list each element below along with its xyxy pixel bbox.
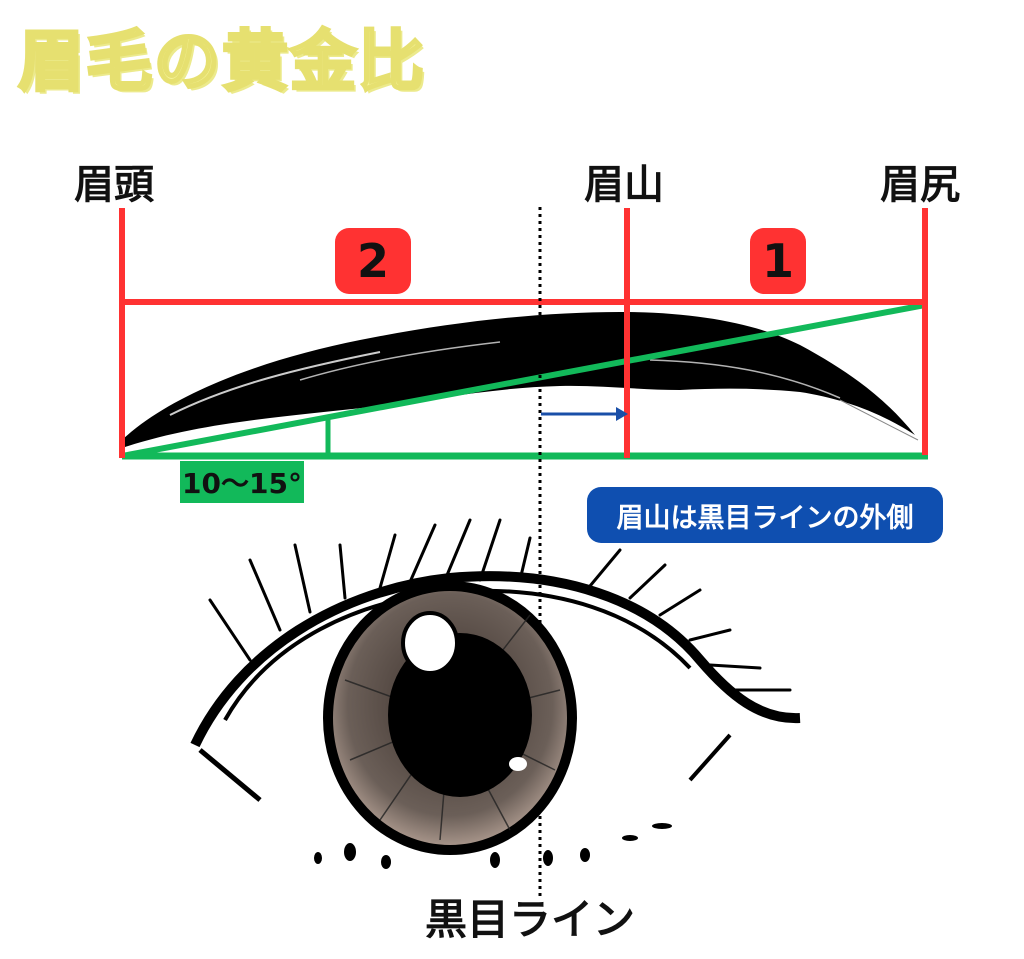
label-brow-peak: 眉山 bbox=[584, 162, 664, 208]
ratio-badge-2: 2 bbox=[335, 228, 411, 294]
brow-peak-note: 眉山は黒目ラインの外側 bbox=[587, 487, 943, 543]
pupil-line-label: 黒目ライン bbox=[425, 895, 636, 944]
eye-illustration bbox=[190, 518, 801, 869]
angle-guide-line bbox=[121, 302, 926, 459]
ratio-guides bbox=[119, 208, 928, 458]
label-brow-head: 眉頭 bbox=[74, 162, 154, 208]
angle-label: 10〜15° bbox=[180, 461, 304, 503]
label-brow-tail: 眉尻 bbox=[880, 162, 960, 208]
arrow-right-icon bbox=[541, 407, 628, 421]
page-title: 眉毛の黄金比 bbox=[17, 22, 426, 102]
ratio-badge-1: 1 bbox=[750, 228, 806, 294]
